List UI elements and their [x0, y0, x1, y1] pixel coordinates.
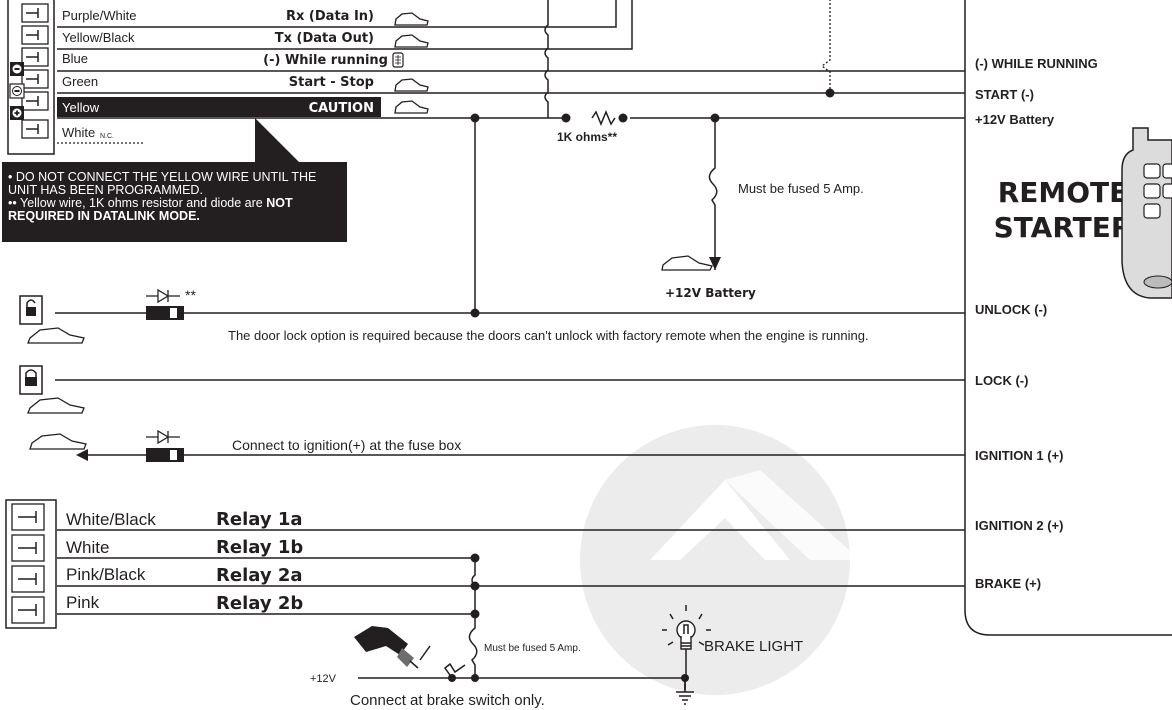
resistor-label: 1K ohms** — [557, 130, 617, 144]
remote-starter-title-2: STARTER — [994, 211, 1133, 244]
note-text-1: DO NOT CONNECT THE YELLOW WIRE UNTIL THE… — [8, 170, 317, 197]
wire-color-white: White — [62, 125, 95, 140]
pin-icon — [21, 3, 49, 23]
wire-color-yellow: Yellow — [62, 100, 100, 115]
pin-icon — [21, 69, 49, 89]
ignition-row — [29, 429, 965, 462]
relay-color-white-black: White/Black — [66, 510, 156, 529]
bulb-icon — [662, 605, 711, 678]
relay-1b-label: Relay 1b — [216, 537, 303, 558]
relay-connector — [5, 499, 57, 629]
car-icon — [394, 34, 429, 48]
green-pin-minus-icon — [9, 83, 25, 99]
car-icon — [394, 12, 429, 26]
fuse-line-top — [708, 118, 721, 270]
terminal-lock: LOCK (-) — [975, 373, 1028, 388]
diode-note: ** — [185, 287, 196, 303]
watermark-logo — [580, 425, 860, 695]
wire-color-blue: Blue — [62, 51, 88, 66]
pin-icon — [21, 91, 49, 111]
remote-starter-title-1: REMOTE — [998, 176, 1129, 209]
wire-color-yellow-black: Yellow/Black — [62, 30, 135, 45]
terminal-12v-battery: +12V Battery — [975, 112, 1055, 127]
pin-icon — [21, 119, 49, 139]
pin-icon — [21, 25, 49, 45]
wire-color-purple-white: Purple/White — [62, 8, 136, 23]
car-icon — [394, 100, 429, 114]
ground-icon — [676, 678, 694, 705]
yellow-pin-plus-icon — [10, 106, 24, 120]
function-while-running: (-) While running — [263, 53, 388, 68]
brake-light-label: BRAKE LIGHT — [704, 638, 803, 655]
function-rx: Rx (Data In) — [286, 9, 374, 24]
note-line-2: •• Yellow wire, 1K ohms resistor and dio… — [8, 196, 293, 223]
remote-control-icon — [1121, 127, 1172, 299]
resistor-icon — [591, 110, 616, 126]
brake-switch-text: Connect at brake switch only. — [350, 692, 545, 709]
function-start-stop: Start - Stop — [289, 75, 374, 90]
top-wires — [57, 0, 965, 144]
terminal-brake: BRAKE (+) — [975, 576, 1041, 591]
car-icon — [661, 255, 713, 271]
terminal-ignition-2: IGNITION 2 (+) — [975, 518, 1063, 533]
battery-label: +12V Battery — [665, 286, 756, 300]
relay-1a-label: Relay 1a — [216, 509, 303, 530]
lock-row — [19, 365, 965, 414]
relay-2b-label: Relay 2b — [216, 593, 303, 614]
fuse-label-top: Must be fused 5 Amp. — [738, 181, 864, 196]
top-connector — [7, 0, 55, 155]
plus12v-label: +12V — [310, 673, 337, 685]
unlock-row — [19, 288, 965, 344]
remote-starter-module: REMOTE STARTER (-) WHILE RUNNING START (… — [964, 0, 1172, 636]
terminal-ignition-1: IGNITION 1 (+) — [975, 448, 1063, 463]
terminal-while-running: (-) WHILE RUNNING — [975, 56, 1098, 71]
pin-icon — [21, 47, 49, 67]
relay-color-pink: Pink — [66, 593, 100, 612]
note-text-2: Yellow wire, 1K ohms resistor and diode … — [20, 196, 267, 210]
brake-pedal-icon — [354, 626, 431, 669]
terminal-start: START (-) — [975, 87, 1034, 102]
terminal-unlock: UNLOCK (-) — [975, 302, 1047, 317]
nc-label: N.C. — [100, 133, 114, 140]
relay-color-white: White — [66, 538, 109, 557]
fuse-label-bottom: Must be fused 5 Amp. — [484, 643, 581, 654]
ignition-text: Connect to ignition(+) at the fuse box — [232, 437, 461, 453]
note-text-2-bold: NOT REQUIRED IN DATALINK MODE. — [8, 196, 293, 223]
note-pointer — [255, 118, 300, 163]
relay-2a-label: Relay 2a — [216, 565, 303, 586]
wire-color-green: Green — [62, 74, 98, 89]
note-line-1: • DO NOT CONNECT THE YELLOW WIRE UNTIL T… — [8, 170, 317, 197]
remote-fob-icon — [392, 52, 404, 68]
function-tx: Tx (Data Out) — [275, 31, 374, 46]
car-icon — [394, 78, 429, 92]
caution-band — [57, 97, 381, 117]
door-lock-text: The door lock option is required because… — [228, 328, 869, 343]
function-caution: CAUTION — [309, 101, 374, 116]
blue-pin-minus-icon — [10, 62, 24, 76]
warning-notes: • DO NOT CONNECT THE YELLOW WIRE UNTIL T… — [2, 162, 347, 242]
relay-color-pink-black: Pink/Black — [66, 565, 146, 584]
